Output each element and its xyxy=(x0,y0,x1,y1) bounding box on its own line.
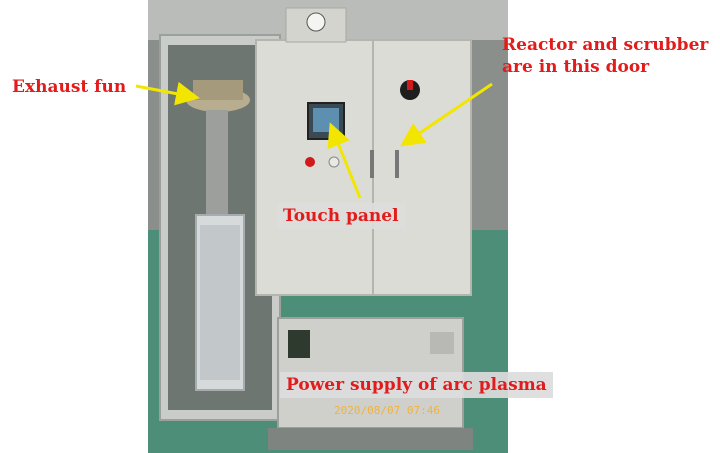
reactor-label-line1: Reactor and scrubber xyxy=(502,35,709,55)
reactor-label-line2: are in this door xyxy=(502,57,650,77)
photo-timestamp: 2020/08/07 07:46 xyxy=(334,404,440,417)
power-supply-label: Power supply of arc plasma xyxy=(280,372,553,398)
exhaust-fan-label: Exhaust fun xyxy=(12,77,127,97)
touch-panel-label: Touch panel xyxy=(277,203,405,229)
equipment-photo: 2020/08/07 07:46 xyxy=(148,0,508,453)
reactor-label: Reactor and scrubber are in this door xyxy=(502,34,708,78)
equipment-illustration: 2020/08/07 07:46 xyxy=(148,0,508,453)
